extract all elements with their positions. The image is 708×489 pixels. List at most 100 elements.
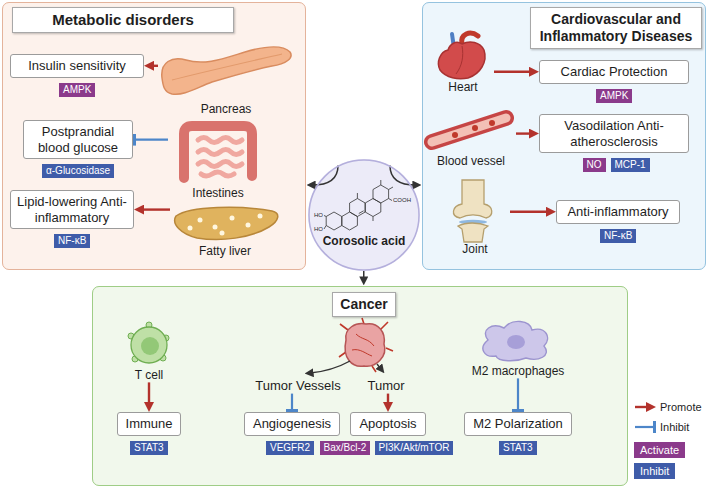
legend-swatch: Inhibit xyxy=(634,463,675,479)
tag-text: STAT3 xyxy=(134,442,164,454)
molecule-structure xyxy=(324,180,393,230)
blood-vessel-illustration xyxy=(432,118,506,142)
compound-circle-outline xyxy=(309,160,419,270)
blood-vessel-illustration xyxy=(432,118,506,142)
tumor-illustration xyxy=(345,324,385,367)
disease-panel: Cardiovascular and Inflammatory Diseases… xyxy=(422,2,706,270)
liver-illustration xyxy=(220,231,225,236)
compound-circle: Corosolic acid xyxy=(308,159,420,271)
atom-label-holder: COOH xyxy=(393,197,411,204)
liver-illustration xyxy=(230,216,235,221)
heart-illustration xyxy=(438,42,485,79)
effect-box: Vasodilation Anti-atherosclerosis xyxy=(539,114,689,153)
illustration-label: Blood vessel xyxy=(426,108,516,168)
box-text: Postprandial blood glucose xyxy=(30,124,126,155)
t-cell-illustration xyxy=(141,337,159,355)
box-text: Cardiac Protection xyxy=(546,64,682,80)
tag-text: Bax/Bcl-2 xyxy=(324,442,367,454)
liver-illustration xyxy=(188,226,193,231)
liver-illustration xyxy=(175,207,278,239)
molecule-structure xyxy=(350,199,366,217)
tag-text: α-Glucosidase xyxy=(46,165,110,177)
intestine-illustration xyxy=(198,138,242,177)
target-tag: AMPK xyxy=(59,83,95,97)
connector xyxy=(517,378,519,412)
tag-text: STAT3 xyxy=(503,442,533,454)
connector xyxy=(510,211,550,213)
target-tag: AMPK xyxy=(596,89,632,103)
illustration-label: Joint xyxy=(440,178,510,256)
target-tag: α-Glucosidase xyxy=(42,164,114,178)
liver-illustration xyxy=(198,218,203,223)
illustration-text: Heart xyxy=(432,80,494,94)
compound-circle-outline xyxy=(308,159,420,271)
intestine-illustration xyxy=(184,126,252,178)
atom-label-holder: HO xyxy=(314,212,323,219)
connector xyxy=(133,138,168,140)
legend-text: Promote xyxy=(660,400,702,414)
intestine-illustration xyxy=(184,126,252,178)
illustration-text: Blood vessel xyxy=(426,154,516,168)
illustration-label: Tumor Vessels xyxy=(250,378,346,394)
panel-title: Cardiovascular and Inflammatory Diseases xyxy=(530,7,702,49)
disease-panel: Metabolic disordersInsulin sensitivityAM… xyxy=(2,2,306,270)
connector xyxy=(148,382,150,406)
target-tag: STAT3 xyxy=(499,441,537,455)
legend-text: Inhibit xyxy=(660,420,689,434)
effect-box: Insulin sensitivity xyxy=(10,54,144,78)
tumor-illustration xyxy=(339,318,393,372)
liver-illustration xyxy=(213,225,218,230)
heart-illustration xyxy=(438,33,485,79)
legend-sample xyxy=(635,406,650,408)
t-cell-illustration xyxy=(128,322,169,363)
legend-text: Inhibit xyxy=(640,464,669,478)
panel-title: Metabolic disorders xyxy=(12,7,234,33)
box-text: Insulin sensitivity xyxy=(17,58,137,74)
target-tag: NO xyxy=(583,158,606,172)
effect-box: Immune xyxy=(117,412,181,436)
macrophage-illustration xyxy=(507,335,525,349)
legend-sample xyxy=(635,426,656,428)
pancreas-illustration xyxy=(172,54,282,80)
atom-label: COOH xyxy=(393,197,411,204)
connector xyxy=(140,208,170,210)
box-text: M2 Polarization xyxy=(471,416,565,432)
panel-title: Cancer xyxy=(332,292,396,317)
connector xyxy=(516,132,533,134)
illustration-text: Pancreas xyxy=(158,102,294,116)
tumor-illustration xyxy=(352,334,374,356)
tag-text: AMPK xyxy=(63,84,91,96)
connector xyxy=(494,71,533,73)
connector xyxy=(150,65,158,67)
connector xyxy=(291,394,293,412)
legend-row: Promote xyxy=(634,400,702,414)
blood-vessel-illustration xyxy=(432,118,506,142)
box-text: Vasodilation Anti-atherosclerosis xyxy=(546,118,682,149)
target-tag: PI3K/Akt/mTOR xyxy=(375,441,454,455)
liver-illustration xyxy=(258,214,263,219)
tumor-arrow xyxy=(310,361,350,373)
knee-illustration xyxy=(453,180,491,218)
legend-sample xyxy=(634,420,658,434)
target-tag: NF-κB xyxy=(600,229,636,243)
molecule-structure xyxy=(373,185,389,203)
target-tag: MCP-1 xyxy=(611,158,650,172)
illustration-text: M2 macrophages xyxy=(470,364,566,378)
target-tag: Bax/Bcl-2 xyxy=(320,441,371,455)
compound-name: Corosolic acid xyxy=(308,234,420,248)
illustration-label: Tumor xyxy=(362,378,410,394)
pancreas-illustration xyxy=(162,47,291,94)
macrophage-illustration xyxy=(483,321,548,360)
tag-text: NO xyxy=(587,159,602,171)
box-text: Angiogenesis xyxy=(251,416,333,432)
target-tag: NF-κB xyxy=(54,234,90,248)
panel-fill xyxy=(2,2,306,270)
box-text: Apoptosis xyxy=(357,416,419,432)
tumor-illustration xyxy=(339,318,393,372)
effect-box: Lipid-lowering Anti-inflammatory xyxy=(10,190,134,229)
tag-text: AMPK xyxy=(600,90,628,102)
legend-row: Inhibit xyxy=(634,463,675,479)
